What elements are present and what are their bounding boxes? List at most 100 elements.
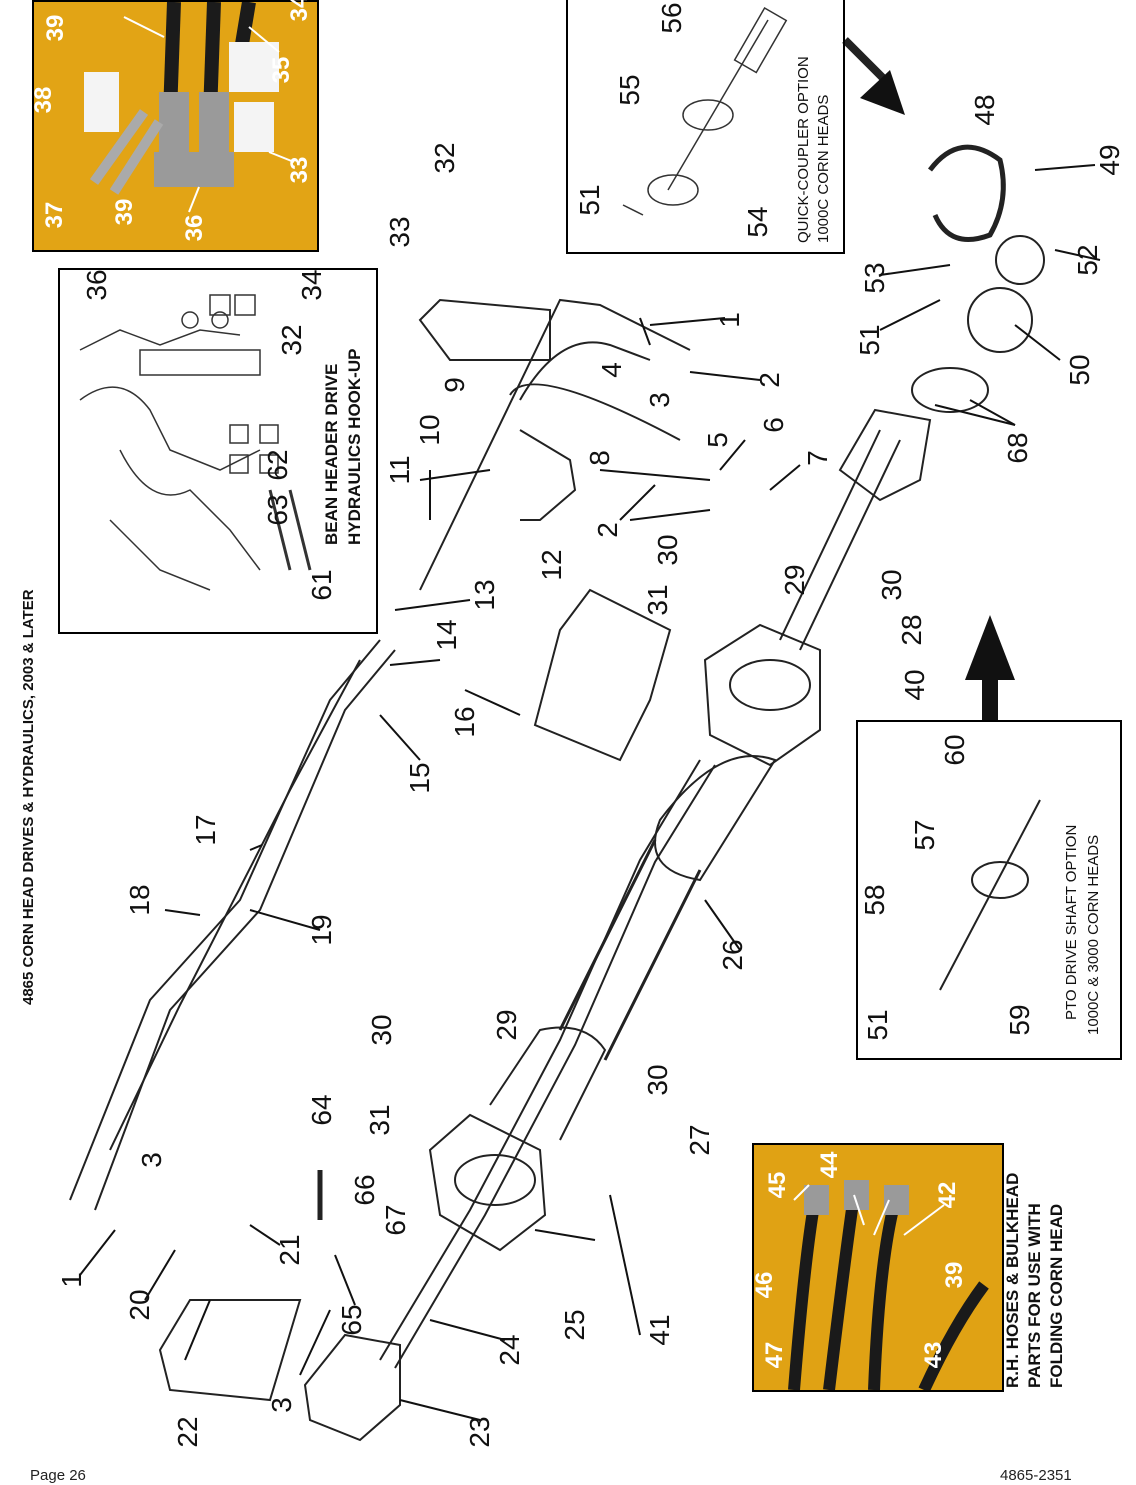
callout-c48: 48 bbox=[969, 94, 1000, 126]
callout-c6: 6 bbox=[758, 417, 789, 433]
callout-c11: 11 bbox=[384, 455, 415, 485]
pto-caption-2: 1000C & 3000 CORN HEADS bbox=[1085, 834, 1102, 1035]
rh-hoses-photo bbox=[752, 1143, 1004, 1392]
rh-hoses-illustration bbox=[754, 1145, 1002, 1390]
callout-c33a: 33 bbox=[286, 156, 313, 184]
callout-c30a: 30 bbox=[652, 534, 683, 566]
callout-c22: 22 bbox=[172, 1416, 203, 1448]
callout-c54: 54 bbox=[742, 206, 773, 238]
callout-c26: 26 bbox=[717, 939, 748, 971]
callout-c25: 25 bbox=[559, 1309, 590, 1341]
callout-c23: 23 bbox=[464, 1416, 495, 1448]
callout-c18: 18 bbox=[124, 884, 155, 916]
callout-c64: 64 bbox=[306, 1094, 337, 1126]
callout-c28: 28 bbox=[896, 614, 927, 646]
callout-c66: 66 bbox=[349, 1174, 380, 1206]
callout-c2b: 2 bbox=[592, 522, 623, 538]
rh-hoses-caption-2: PARTS FOR USE WITH bbox=[1025, 1203, 1044, 1388]
callout-c15: 15 bbox=[404, 762, 435, 794]
footer-doc-number: 4865-2351 bbox=[1000, 1467, 1072, 1484]
callout-c36b: 36 bbox=[81, 269, 112, 301]
callout-c7: 7 bbox=[802, 450, 833, 466]
callout-c39b: 39 bbox=[111, 198, 138, 226]
callout-c61: 61 bbox=[306, 569, 337, 601]
rh-hoses-caption-1: R.H. HOSES & BULKHEAD bbox=[1003, 1172, 1022, 1388]
callout-c37: 37 bbox=[41, 201, 68, 229]
pto-drive-inset bbox=[856, 720, 1122, 1060]
callout-c51c: 51 bbox=[862, 1009, 893, 1041]
callout-c27: 27 bbox=[684, 1124, 715, 1156]
callout-c47: 47 bbox=[761, 1341, 788, 1369]
callout-c67: 67 bbox=[380, 1204, 411, 1236]
callout-c5: 5 bbox=[702, 432, 733, 448]
callout-c57: 57 bbox=[909, 819, 940, 851]
callout-c30d: 30 bbox=[642, 1064, 673, 1096]
callout-c39a: 39 bbox=[42, 14, 69, 42]
callout-c16: 16 bbox=[449, 706, 480, 738]
callout-c63: 63 bbox=[262, 494, 293, 526]
callout-c51b: 51 bbox=[854, 324, 885, 356]
callout-c1a: 1 bbox=[714, 312, 745, 328]
callout-c31a: 31 bbox=[642, 584, 673, 616]
callout-c35: 35 bbox=[268, 56, 295, 84]
callout-c34b: 34 bbox=[296, 269, 327, 301]
callout-c31b: 31 bbox=[364, 1104, 395, 1136]
callout-c52: 52 bbox=[1072, 244, 1103, 276]
callout-c68: 68 bbox=[1002, 432, 1033, 464]
footer-page-number: Page 26 bbox=[30, 1467, 86, 1484]
callout-c40: 40 bbox=[899, 669, 930, 701]
callout-c30b: 30 bbox=[876, 569, 907, 601]
callout-c34a: 34 bbox=[286, 0, 313, 22]
callout-c32b: 32 bbox=[429, 142, 460, 174]
callout-c17: 17 bbox=[190, 814, 221, 846]
callout-c39c: 39 bbox=[941, 1261, 968, 1289]
callout-c19: 19 bbox=[306, 914, 337, 946]
callout-c59: 59 bbox=[1004, 1004, 1035, 1036]
callout-c2a: 2 bbox=[754, 372, 785, 388]
callout-c42: 42 bbox=[934, 1181, 961, 1209]
callout-c45: 45 bbox=[764, 1171, 791, 1199]
callout-c10: 10 bbox=[414, 414, 445, 446]
callout-c20: 20 bbox=[124, 1289, 155, 1321]
callout-c21: 21 bbox=[274, 1234, 305, 1266]
callout-c3a: 3 bbox=[644, 392, 675, 408]
callout-c12: 12 bbox=[536, 549, 567, 581]
callout-c62: 62 bbox=[262, 449, 293, 481]
hydraulic-hoses-photo bbox=[32, 0, 319, 252]
callout-c46: 46 bbox=[751, 1271, 778, 1299]
callout-c49: 49 bbox=[1094, 144, 1125, 176]
quick-coupler-drawing bbox=[622, 6, 788, 216]
quick-coupler-caption-1: QUICK-COUPLER OPTION bbox=[795, 56, 812, 243]
callout-c24: 24 bbox=[494, 1334, 525, 1366]
callout-c32a: 32 bbox=[276, 324, 307, 356]
quick-coupler-inset bbox=[566, 0, 845, 254]
callout-c60: 60 bbox=[939, 734, 970, 766]
callout-c53: 53 bbox=[859, 262, 890, 294]
callout-c29a: 29 bbox=[779, 564, 810, 596]
rh-hoses-caption-3: FOLDING CORN HEAD bbox=[1047, 1203, 1066, 1388]
callout-c30c: 30 bbox=[366, 1014, 397, 1046]
callout-c36a: 36 bbox=[181, 214, 208, 242]
callout-c29b: 29 bbox=[491, 1009, 522, 1041]
callout-c8: 8 bbox=[584, 450, 615, 466]
page-title: 4865 CORN HEAD DRIVES & HYDRAULICS, 2003… bbox=[20, 589, 37, 1005]
callout-c3b: 3 bbox=[136, 1152, 167, 1168]
callout-c55: 55 bbox=[614, 74, 645, 106]
callout-c4: 4 bbox=[596, 362, 627, 378]
callout-c43: 43 bbox=[920, 1341, 947, 1369]
bean-header-inset bbox=[58, 268, 378, 634]
callout-c65: 65 bbox=[336, 1304, 367, 1336]
hose-photo-illustration bbox=[34, 2, 317, 250]
callout-c33b: 33 bbox=[384, 216, 415, 248]
callout-c56: 56 bbox=[656, 2, 687, 34]
callout-c41: 41 bbox=[644, 1314, 675, 1346]
callout-c50: 50 bbox=[1064, 354, 1095, 386]
pto-caption-1: PTO DRIVE SHAFT OPTION bbox=[1063, 824, 1080, 1020]
bean-header-caption-1: BEAN HEADER DRIVE bbox=[322, 363, 341, 545]
callout-c38: 38 bbox=[30, 86, 57, 114]
callout-c1b: 1 bbox=[56, 1272, 87, 1288]
bean-header-caption-2: HYDRAULICS HOOK-UP bbox=[345, 348, 364, 545]
callout-c13: 13 bbox=[469, 579, 500, 611]
